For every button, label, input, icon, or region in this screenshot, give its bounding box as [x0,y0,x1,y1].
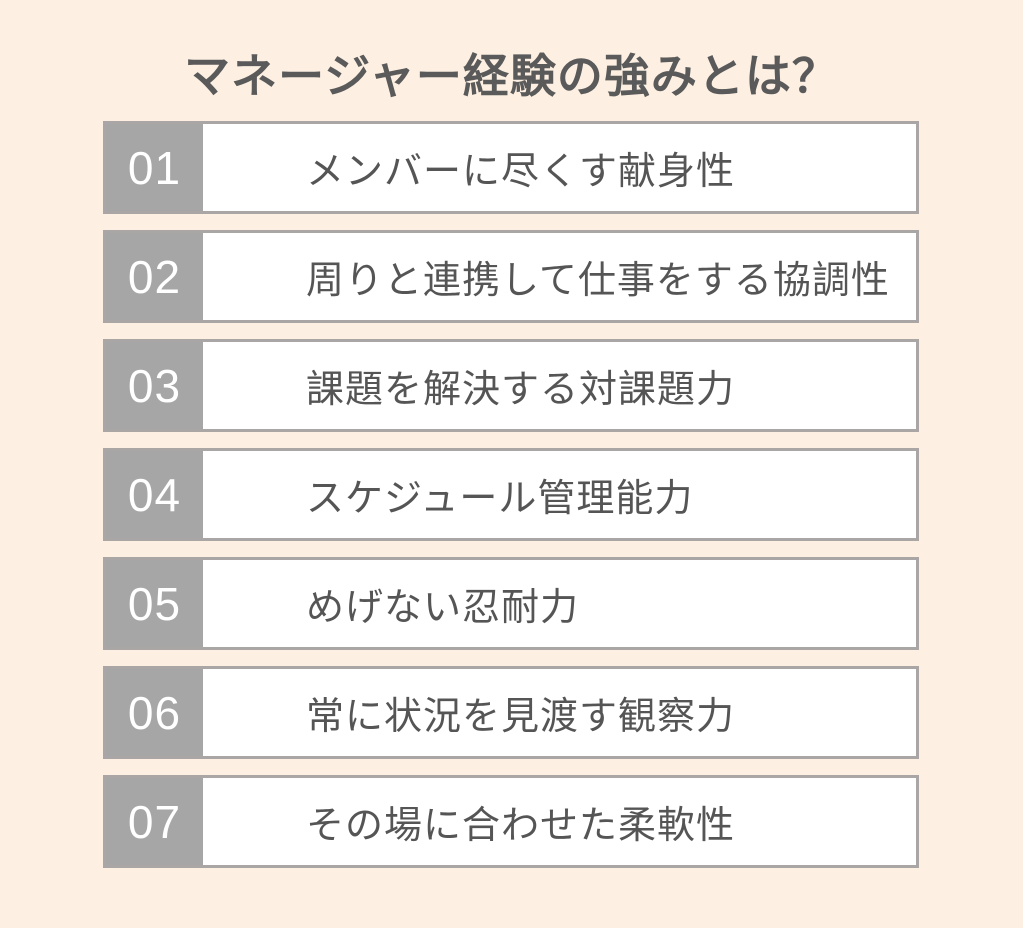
item-number: 07 [106,778,203,865]
list-item: 02 周りと連携して仕事をする協調性 [103,230,919,323]
item-number: 06 [106,669,203,756]
item-number: 05 [106,560,203,647]
page-title: マネージャー経験の強みとは？ [184,49,839,103]
list-item: 03 課題を解決する対課題力 [103,339,919,432]
item-number: 03 [106,342,203,429]
item-number: 02 [106,233,203,320]
item-text: 課題を解決する対課題力 [306,367,736,411]
item-text: 常に状況を見渡す観察力 [306,694,736,738]
list-item: 07 その場に合わせた柔軟性 [103,775,919,868]
item-text: その場に合わせた柔軟性 [306,803,736,847]
item-number: 01 [106,124,203,211]
item-number: 04 [106,451,203,538]
list-item: 04 スケジュール管理能力 [103,448,919,541]
list-item: 01 メンバーに尽くす献身性 [103,121,919,214]
item-text: スケジュール管理能力 [306,476,694,520]
list-item: 06 常に状況を見渡す観察力 [103,666,919,759]
item-text: めげない忍耐力 [306,585,580,629]
item-text: 周りと連携して仕事をする協調性 [306,258,890,302]
strengths-list: 01 メンバーに尽くす献身性 02 周りと連携して仕事をする協調性 03 課題を… [103,121,919,884]
list-item: 05 めげない忍耐力 [103,557,919,650]
item-text: メンバーに尽くす献身性 [306,149,736,193]
